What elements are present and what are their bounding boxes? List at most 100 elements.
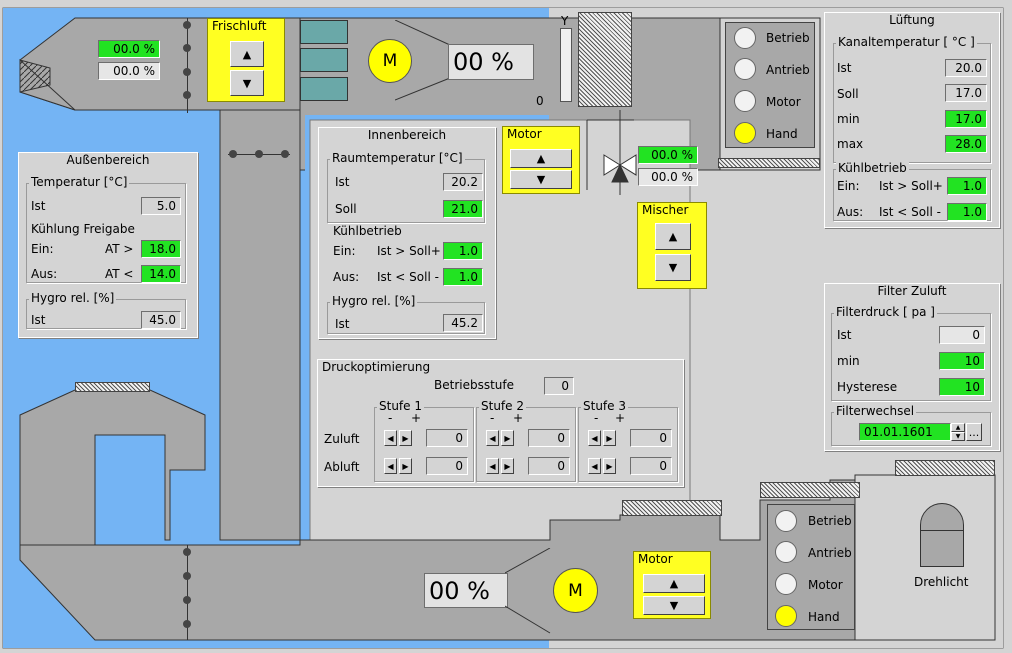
motor-label: M [382,51,398,71]
filterdruck-group: Filterdruck [ pa ] [831,305,991,401]
fan-cone-top [395,20,451,101]
innen-aus-input[interactable]: 1.0 [443,268,483,286]
filter-hatch-top [578,12,632,107]
stufe-1-ab-dec-button[interactable]: ◀ [384,458,397,474]
damper-rod-bottom [187,545,188,640]
status-lamp-motor [775,573,797,595]
damper-pivot [183,68,191,76]
mischer-control: Mischer ▲ ▼ [637,202,707,289]
innen-hygro-group: Hygro rel. [%] [327,294,485,334]
innen-ein-cond: Ist > Soll+ [377,244,441,258]
aussen-aus-input[interactable]: 14.0 [141,265,181,283]
damper-rod-top [187,18,188,113]
stufe-3-zu-inc-button[interactable]: ▶ [603,430,616,446]
kanal-ist-value: 20.0 [945,59,987,77]
lueftung-kuehl-title: Kühlbetrieb [836,161,909,175]
stufe-3-group: Stufe 3 [578,399,678,482]
frischluft-up-button[interactable]: ▲ [230,41,264,67]
innen-ein-input[interactable]: 1.0 [443,242,483,260]
stufe-3-title: Stufe 3 [581,399,628,413]
kuehl-aus-input[interactable]: 1.0 [947,203,987,221]
frischluft-down-button[interactable]: ▼ [230,70,264,96]
status-label: Antrieb [808,546,852,560]
mischer-down-button[interactable]: ▼ [655,254,691,281]
date-spin-up-button[interactable]: ▲ [951,423,965,432]
aussen-hygro-group: Hygro rel. [%] [26,291,186,329]
valve-motor-control: Motor ▲ ▼ [502,126,580,194]
abluft-label: Abluft [324,460,360,474]
filter-hatch-exhaust [75,382,150,392]
damper-pivot [183,572,191,580]
damper-pivot [183,548,191,556]
bottom-motor-down-button[interactable]: ▼ [643,596,705,615]
raumtemp-group: Raumtemperatur [°C] [327,151,485,223]
raum-ist-value: 20.2 [443,173,483,191]
stufe-2-title: Stufe 2 [479,399,526,413]
status-lamp-hand [734,122,756,144]
fan-cone-bottom [505,548,551,634]
kanaltemp-title: Kanaltemperatur [ °C ] [836,35,977,49]
frischluft-control: Frischluft ▲ ▼ [207,18,285,102]
valve-value-1: 00.0 % [638,146,698,164]
stufe-3-ab-dec-button[interactable]: ◀ [588,458,601,474]
stufe-3-zu-dec-button[interactable]: ◀ [588,430,601,446]
innen-panel: Innenbereich Raumtemperatur [°C] Ist 20.… [318,127,496,339]
innen-kuehl-title: Kühlbetrieb [331,224,404,238]
aussen-hygro-ist-label: Ist [31,313,46,327]
filterwechsel-title: Filterwechsel [834,404,917,418]
stufe-1-zu-dec-button[interactable]: ◀ [384,430,397,446]
mixing-valve [586,110,637,195]
kanal-min-input[interactable]: 17.0 [945,110,987,128]
stufe-2-ab-dec-button[interactable]: ◀ [486,458,499,474]
fan-motor-bottom[interactable]: M [553,568,598,613]
bottom-motor-title: Motor [638,552,673,566]
betriebsstufe-value: 0 [544,377,574,395]
valve-motor-down-button[interactable]: ▼ [510,170,572,189]
stufe-2-ab-inc-button[interactable]: ▶ [501,458,514,474]
filterwechsel-date-input[interactable]: 01.01.1601 [859,423,951,441]
bottom-motor-up-button[interactable]: ▲ [643,574,705,593]
stufe-minus-label: - [490,411,495,425]
damper-position-bar [560,28,572,102]
status-label: Antrieb [766,63,810,77]
filter-hyst-label: Hysterese [837,380,898,394]
date-spin-down-button[interactable]: ▼ [951,432,965,441]
lueftung-title: Lüftung [889,13,935,27]
raum-soll-label: Soll [335,202,357,216]
mischer-title: Mischer [642,203,689,217]
kanal-max-label: max [837,137,864,151]
kanal-soll-label: Soll [837,87,859,101]
stufe-1-ab-inc-button[interactable]: ▶ [399,458,412,474]
filterwechsel-group: Filterwechsel [831,404,991,446]
aussen-hygro-title: Hygro rel. [%] [29,291,117,305]
valve-value-2: 00.0 % [638,168,698,186]
kanal-max-input[interactable]: 28.0 [945,135,987,153]
kuehl-ein-input[interactable]: 1.0 [947,177,987,195]
heat-exchanger-block [300,20,348,44]
kuehl-aus-cond: Ist < Soll - [879,205,941,219]
date-picker-button[interactable]: ... [966,423,982,441]
stufe-2-zu-inc-button[interactable]: ▶ [501,430,514,446]
betriebsstufe-label: Betriebsstufe [434,378,515,392]
raum-soll-input[interactable]: 21.0 [443,200,483,218]
aussen-ein-input[interactable]: 18.0 [141,240,181,258]
aussen-panel: Außenbereich Temperatur [°C] Ist 5.0 Küh… [18,152,198,338]
drehlicht-label: Drehlicht [914,575,969,589]
filter-min-input[interactable]: 10 [939,352,985,370]
stufe-2-zu-dec-button[interactable]: ◀ [486,430,499,446]
stufe-1-zu-inc-button[interactable]: ▶ [399,430,412,446]
damper-pivot [183,91,191,99]
innen-ein-label: Ein: [333,244,356,258]
status-lamp-betrieb [734,27,756,49]
mischer-up-button[interactable]: ▲ [655,223,691,250]
fan-motor-top[interactable]: M [368,39,412,83]
aussen-temp-title: Temperatur [°C] [29,175,130,189]
innen-hygro-ist-value: 45.2 [443,314,483,332]
lueftung-panel: Lüftung Kanaltemperatur [ °C ] Ist 20.0 … [824,12,1000,228]
damper-pivot [183,44,191,52]
filter-hatch-bottom2 [760,482,860,498]
stufe-3-ab-value: 0 [630,457,672,475]
valve-motor-up-button[interactable]: ▲ [510,149,572,168]
stufe-3-ab-inc-button[interactable]: ▶ [603,458,616,474]
filter-hyst-input[interactable]: 10 [939,378,985,396]
